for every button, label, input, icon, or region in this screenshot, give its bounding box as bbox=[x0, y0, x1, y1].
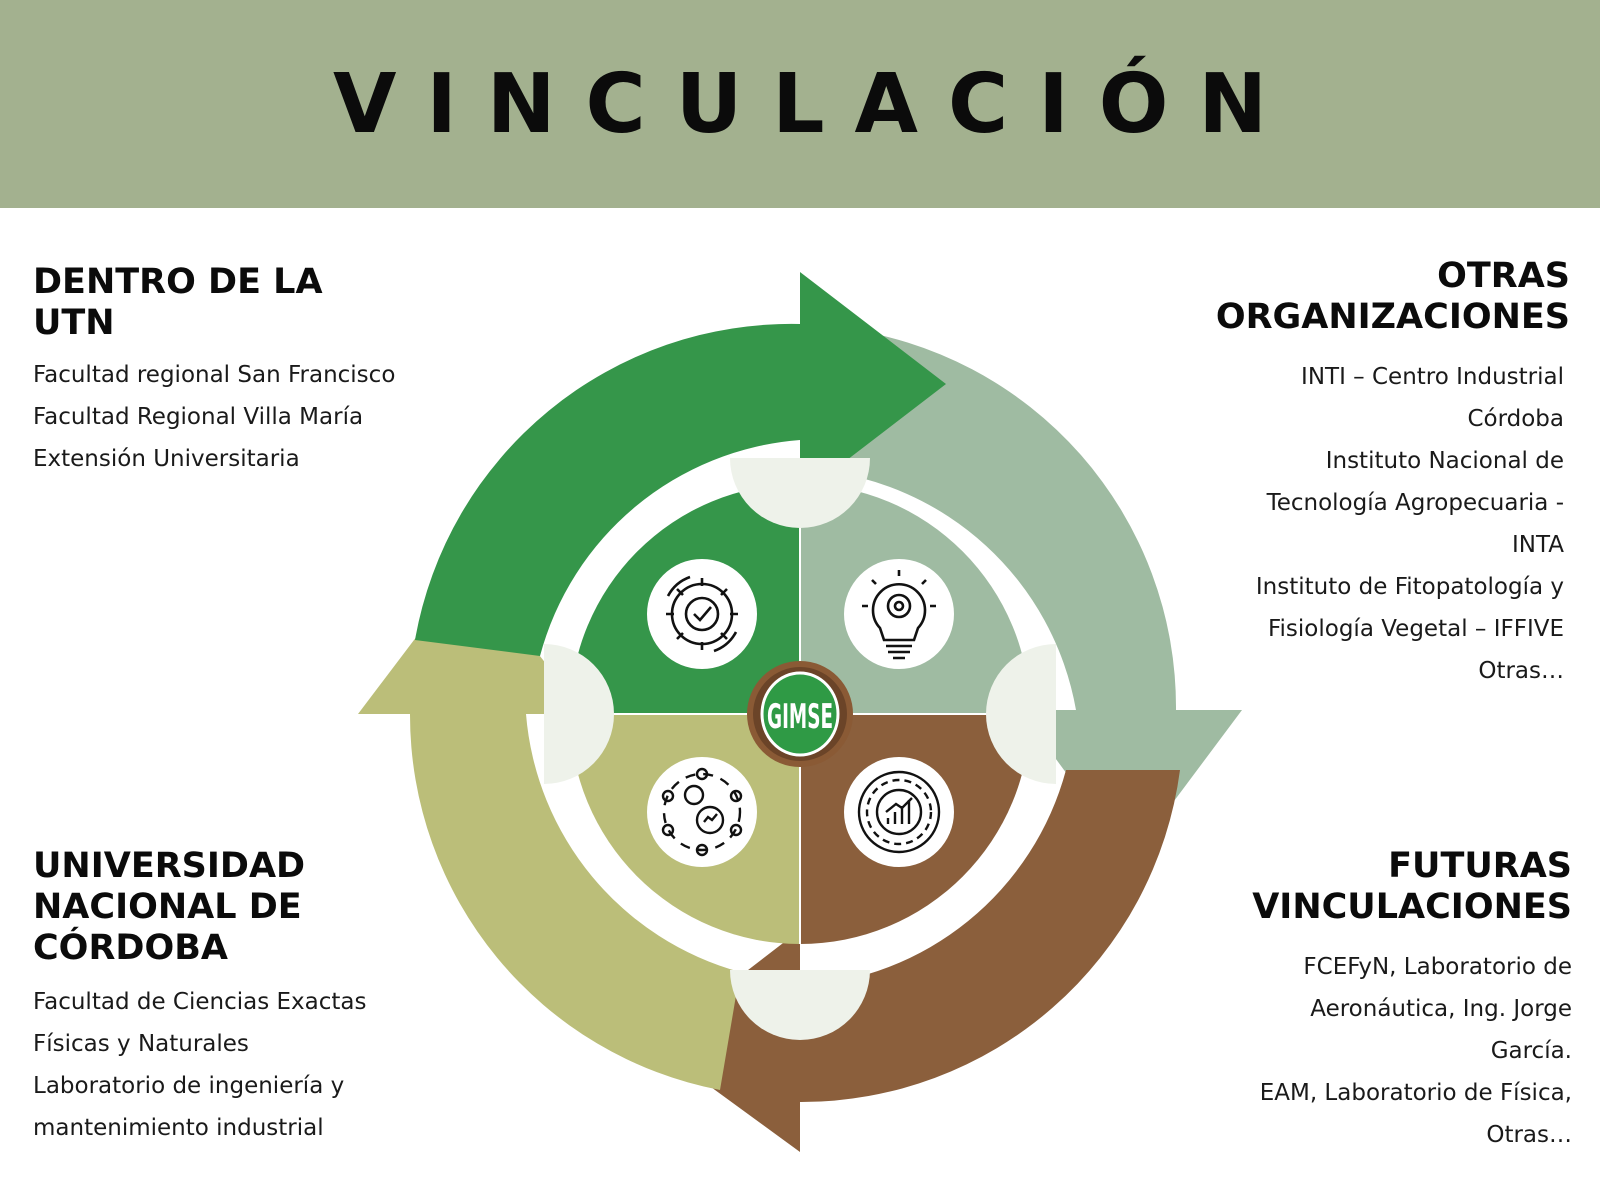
arrow-olive bbox=[358, 566, 740, 1090]
title-banner: VINCULACIÓN bbox=[0, 0, 1600, 208]
section-heading: FUTURAS VINCULACIONES bbox=[1252, 846, 1572, 927]
list-item: Facultad regional San Francisco bbox=[33, 362, 396, 388]
connector-left bbox=[544, 644, 614, 784]
list-item: Extensión Universitaria bbox=[33, 446, 300, 472]
connector-bottom bbox=[730, 970, 870, 1040]
logo-text: GIMSE bbox=[767, 697, 833, 737]
gear-growth-chart-icon bbox=[844, 757, 954, 867]
list-item: Otras… bbox=[1478, 658, 1564, 684]
section-list: FCEFyN, Laboratorio de Aeronáutica, Ing.… bbox=[1182, 946, 1572, 1156]
list-item: Instituto Nacional de bbox=[1325, 448, 1564, 474]
section-dentro-utn: DENTRO DE LA UTN Facultad regional San F… bbox=[33, 262, 473, 480]
gimse-logo: GIMSE bbox=[747, 661, 853, 767]
list-item: Físicas y Naturales bbox=[33, 1031, 249, 1057]
section-heading: OTRAS ORGANIZACIONES bbox=[1215, 256, 1570, 337]
list-item: INTA bbox=[1512, 532, 1564, 558]
list-item: Facultad de Ciencias Exactas bbox=[33, 989, 367, 1015]
page-title: VINCULACIÓN bbox=[332, 56, 1298, 152]
section-futuras-vinculaciones: FUTURAS VINCULACIONES FCEFyN, Laboratori… bbox=[1182, 846, 1572, 1156]
list-item: INTI – Centro Industrial bbox=[1301, 364, 1564, 390]
arrow-brown bbox=[652, 770, 1180, 1152]
list-item: García. bbox=[1490, 1038, 1572, 1064]
section-list: INTI – Centro Industrial Córdoba Institu… bbox=[1180, 356, 1570, 692]
list-item: Aeronáutica, Ing. Jorge bbox=[1310, 996, 1572, 1022]
list-item: FCEFyN, Laboratorio de bbox=[1303, 954, 1572, 980]
list-item: Otras… bbox=[1486, 1122, 1572, 1148]
list-item: Facultad Regional Villa María bbox=[33, 404, 364, 430]
list-item: Instituto de Fitopatología y bbox=[1255, 574, 1564, 600]
gear-check-icon bbox=[647, 559, 757, 669]
list-item: Fisiología Vegetal – IFFIVE bbox=[1267, 616, 1564, 642]
section-universidad-nacional-cordoba: UNIVERSIDAD NACIONAL DE CÓRDOBA Facultad… bbox=[33, 846, 453, 1149]
list-item: mantenimiento industrial bbox=[33, 1115, 324, 1141]
list-item: Laboratorio de ingeniería y bbox=[33, 1073, 345, 1099]
section-heading: DENTRO DE LA UTN bbox=[33, 262, 323, 343]
list-item: EAM, Laboratorio de Física, bbox=[1259, 1080, 1572, 1106]
arrow-sage bbox=[815, 328, 1242, 860]
list-item: Córdoba bbox=[1467, 406, 1564, 432]
network-gears-icon bbox=[647, 757, 757, 867]
section-list: Facultad de Ciencias Exactas Físicas y N… bbox=[33, 981, 453, 1149]
section-list: Facultad regional San Francisco Facultad… bbox=[33, 354, 473, 480]
section-heading: UNIVERSIDAD NACIONAL DE CÓRDOBA bbox=[33, 846, 306, 968]
connector-top bbox=[730, 458, 870, 528]
list-item: Tecnología Agropecuaria - bbox=[1266, 490, 1564, 516]
lightbulb-gear-icon bbox=[844, 559, 954, 669]
connector-right bbox=[986, 644, 1056, 784]
section-otras-organizaciones: OTRAS ORGANIZACIONES INTI – Centro Indus… bbox=[1180, 256, 1570, 692]
arrow-dark-green bbox=[415, 272, 946, 656]
